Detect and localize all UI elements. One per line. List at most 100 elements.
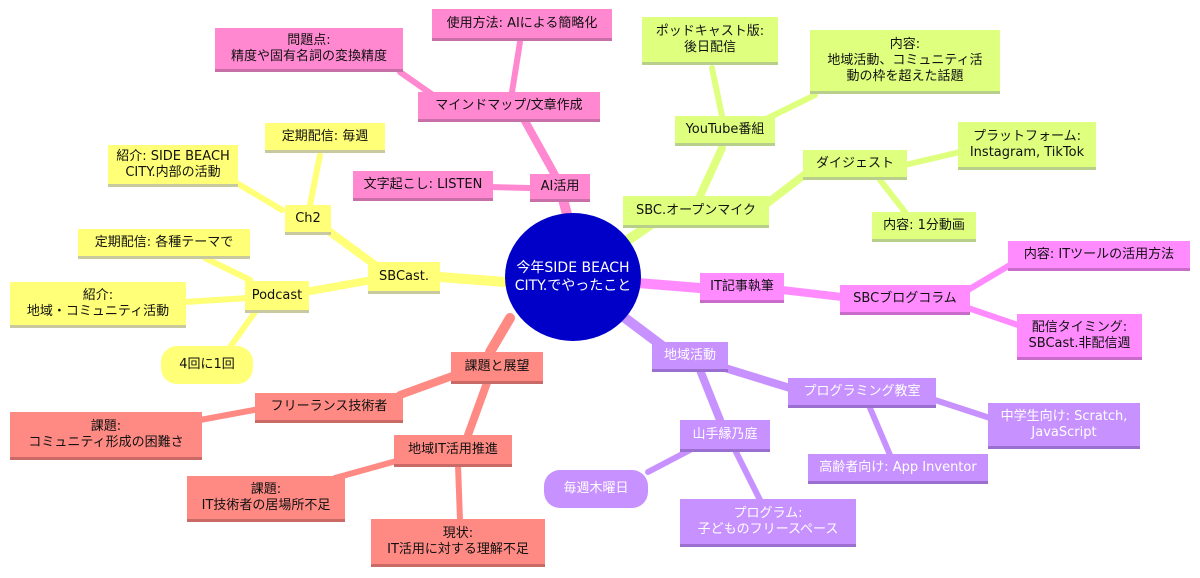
node-label: 地域IT活用推進 — [408, 441, 498, 457]
node-label: 定期配信: 各種テーマで — [94, 234, 234, 250]
node-label: 4回に1回 — [179, 357, 235, 372]
edge-mindmap-usage — [509, 39, 523, 95]
root-node[interactable]: 今年SIDE BEACH CITY.でやったこと — [505, 213, 641, 341]
node-weekly[interactable]: 毎週木曜日 — [544, 470, 648, 508]
node-transcribe[interactable]: 文字起こし: LISTEN — [353, 171, 493, 201]
node-label: 課題: — [90, 418, 122, 434]
node-yamate[interactable]: 山手縁乃庭 — [680, 420, 770, 452]
edge-programming-junior — [932, 397, 993, 421]
edge-local-programming — [721, 364, 794, 392]
node-intro-local[interactable]: 紹介:地域・コミュニティ活動 — [10, 282, 186, 328]
node-label: プログラミング教室 — [803, 383, 921, 399]
node-label: 課題と展望 — [464, 358, 530, 374]
edge-root-itarticle — [633, 278, 705, 293]
node-podcast[interactable]: Podcast — [245, 281, 309, 313]
edge-localit-status — [455, 462, 463, 523]
edge-ai-transcribe — [487, 184, 533, 191]
node-usage[interactable]: 使用方法: AIによる簡略化 — [432, 9, 612, 41]
edge-digest-platform — [902, 149, 963, 168]
edge-podcast-oncein4 — [225, 309, 258, 353]
node-it-tools[interactable]: 内容: ITツールの活用方法 — [1008, 241, 1190, 271]
edge-root-sbcast — [435, 272, 510, 287]
node-programming[interactable]: プログラミング教室 — [788, 378, 936, 408]
node-sbcopen[interactable]: SBC.オープンマイク — [623, 196, 769, 228]
node-label: 使用方法: AIによる簡略化 — [446, 15, 598, 31]
node-label: IT活用に対する理解不足 — [387, 541, 529, 557]
node-youtube[interactable]: YouTube番組 — [675, 116, 775, 146]
node-platform[interactable]: プラットフォーム:Instagram, TikTok — [958, 122, 1096, 170]
node-mindmap[interactable]: マインドマップ/文章作成 — [418, 92, 600, 122]
node-label: 定期配信: 毎週 — [281, 128, 369, 144]
node-one-minute[interactable]: 内容: 1分動画 — [872, 212, 976, 242]
node-status[interactable]: 現状:IT活用に対する理解不足 — [371, 519, 545, 567]
node-label: 高齢者向け: App Inventor — [819, 459, 977, 475]
node-label: CITY.内部の活動 — [125, 164, 221, 180]
node-sbc-blog[interactable]: SBCブログコラム — [840, 285, 970, 315]
node-ai[interactable]: AI活用 — [530, 174, 590, 202]
edge-freelance-issue — [197, 405, 268, 423]
edge-podcast-introlocal — [182, 295, 251, 305]
node-label: 地域活動 — [663, 347, 716, 363]
node-label: マインドマップ/文章作成 — [435, 97, 583, 113]
node-label: 文字起こし: LISTEN — [363, 176, 483, 192]
node-freelance[interactable]: フリーランス技術者 — [255, 393, 403, 423]
node-junior[interactable]: 中学生向け: Scratch,JavaScript — [988, 403, 1140, 449]
node-label: 中学生向け: Scratch, — [1000, 408, 1128, 424]
edge-root-issues — [485, 313, 515, 357]
node-label: IT技術者の居場所不足 — [201, 497, 331, 513]
node-content[interactable]: 内容:地域活動、コミュニティ活動の枠を超えた話題 — [810, 30, 1000, 94]
edge-sbcast-ch2 — [326, 228, 379, 269]
node-label: SBCast. — [379, 268, 429, 284]
node-digest[interactable]: ダイジェスト — [803, 150, 907, 180]
node-label: Instagram, TikTok — [969, 144, 1085, 160]
node-regular-weekly[interactable]: 定期配信: 毎週 — [265, 123, 385, 153]
node-program[interactable]: プログラム:子どものフリースペース — [680, 499, 856, 547]
node-label: 現状: — [442, 525, 474, 541]
node-once-in-4[interactable]: 4回に1回 — [161, 346, 253, 384]
node-label: 内容: 1分動画 — [883, 217, 965, 233]
node-label: 子どものフリースペース — [697, 521, 839, 537]
edge-ch2-weekly — [307, 152, 323, 208]
node-label: SBCブログコラム — [853, 290, 957, 306]
node-label: YouTube番組 — [685, 121, 765, 137]
node-label: Podcast — [251, 287, 303, 303]
edge-ch2-introsbc — [232, 179, 285, 213]
node-community-issue[interactable]: 課題:コミュニティ形成の困難さ — [10, 412, 202, 460]
node-label: 地域活動、コミュニティ活 — [827, 52, 983, 68]
node-label: 問題点: — [287, 32, 331, 48]
node-sbcast[interactable]: SBCast. — [368, 262, 440, 294]
node-regular-themes[interactable]: 定期配信: 各種テーマで — [78, 229, 250, 259]
node-label: SBCast.非配信週 — [1028, 335, 1131, 351]
node-label: プログラム: — [733, 505, 803, 521]
edge-itarticle-blog — [778, 286, 846, 301]
node-label: SBC.オープンマイク — [635, 202, 757, 218]
edge-blog-delivery — [965, 305, 1021, 328]
edge-digest-onemin — [877, 177, 908, 215]
node-issues[interactable]: 課題と展望 — [451, 352, 543, 384]
edge-blog-tools — [965, 262, 1013, 293]
edge-programming-senior — [867, 405, 893, 458]
edge-ai-mindmap — [516, 108, 559, 179]
node-it-shortage[interactable]: 課題:IT技術者の居場所不足 — [187, 476, 345, 522]
node-label: 精度や固有名詞の変換精度 — [230, 48, 387, 64]
node-local[interactable]: 地域活動 — [652, 342, 728, 372]
edge-sbcopen-digest — [761, 168, 812, 209]
node-it-article[interactable]: IT記事執筆 — [700, 273, 784, 303]
node-problem[interactable]: 問題点:精度や固有名詞の変換精度 — [215, 28, 403, 72]
node-local-it[interactable]: 地域IT活用推進 — [394, 435, 512, 467]
node-label: IT記事執筆 — [710, 278, 774, 294]
node-label: 配信タイミング: — [1031, 319, 1128, 335]
node-delivery[interactable]: 配信タイミング:SBCast.非配信週 — [1017, 314, 1142, 360]
node-label: 紹介: SIDE BEACH — [116, 148, 230, 164]
edge-localit-shortage — [332, 457, 403, 481]
node-podcast-version[interactable]: ポッドキャスト版:後日配信 — [642, 17, 778, 65]
node-label: AI活用 — [540, 178, 580, 194]
root-label-line2: CITY.でやったこと — [514, 278, 632, 294]
node-label: 課題: — [250, 481, 282, 497]
node-ch2[interactable]: Ch2 — [285, 205, 331, 235]
edge-youtube-podcastver — [709, 65, 725, 119]
edge-podcast-themes — [202, 255, 253, 283]
node-senior[interactable]: 高齢者向け: App Inventor — [808, 454, 988, 484]
